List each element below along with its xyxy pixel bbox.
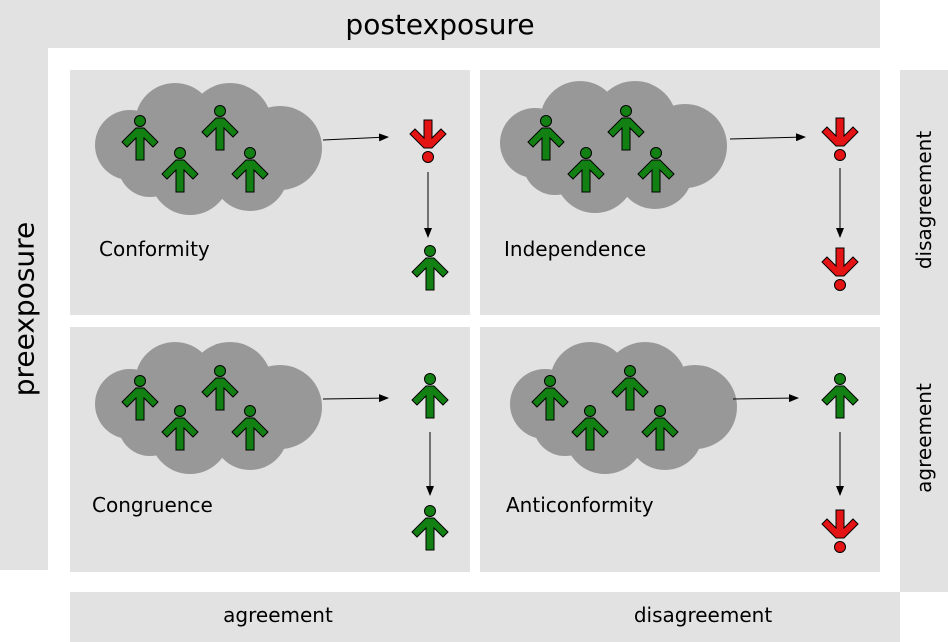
bottom-agreement-label: agreement	[223, 603, 333, 627]
crowd-cloud	[500, 81, 727, 213]
crowd-cloud	[510, 342, 737, 474]
individual-agree-icon	[821, 373, 859, 419]
individual-disagree-icon	[409, 119, 447, 163]
conformity-title: Conformity	[99, 237, 210, 261]
right-band	[900, 70, 948, 592]
crowd-cloud	[95, 83, 322, 215]
left-band	[0, 48, 48, 570]
exposure-arrow	[322, 394, 389, 403]
bottom-disagreement-label: disagreement	[633, 603, 773, 627]
exposure-arrow	[322, 133, 389, 142]
individual-agree-icon	[411, 505, 449, 551]
anticonformity-title: Anticonformity	[506, 493, 654, 517]
individual-disagree-icon	[821, 247, 859, 291]
individual-disagree-icon	[821, 509, 859, 553]
congruence-title: Congruence	[92, 493, 213, 517]
bottom-band	[70, 592, 900, 642]
exposure-arrow	[729, 133, 806, 142]
top-band	[0, 0, 880, 48]
independence-title: Independence	[504, 237, 647, 261]
crowd-cloud	[95, 342, 322, 474]
exposure-arrow	[732, 394, 799, 403]
postexposure-label: postexposure	[345, 7, 535, 41]
individual-agree-icon	[411, 373, 449, 419]
individual-disagree-icon	[821, 117, 859, 161]
individual-agree-icon	[411, 245, 449, 291]
